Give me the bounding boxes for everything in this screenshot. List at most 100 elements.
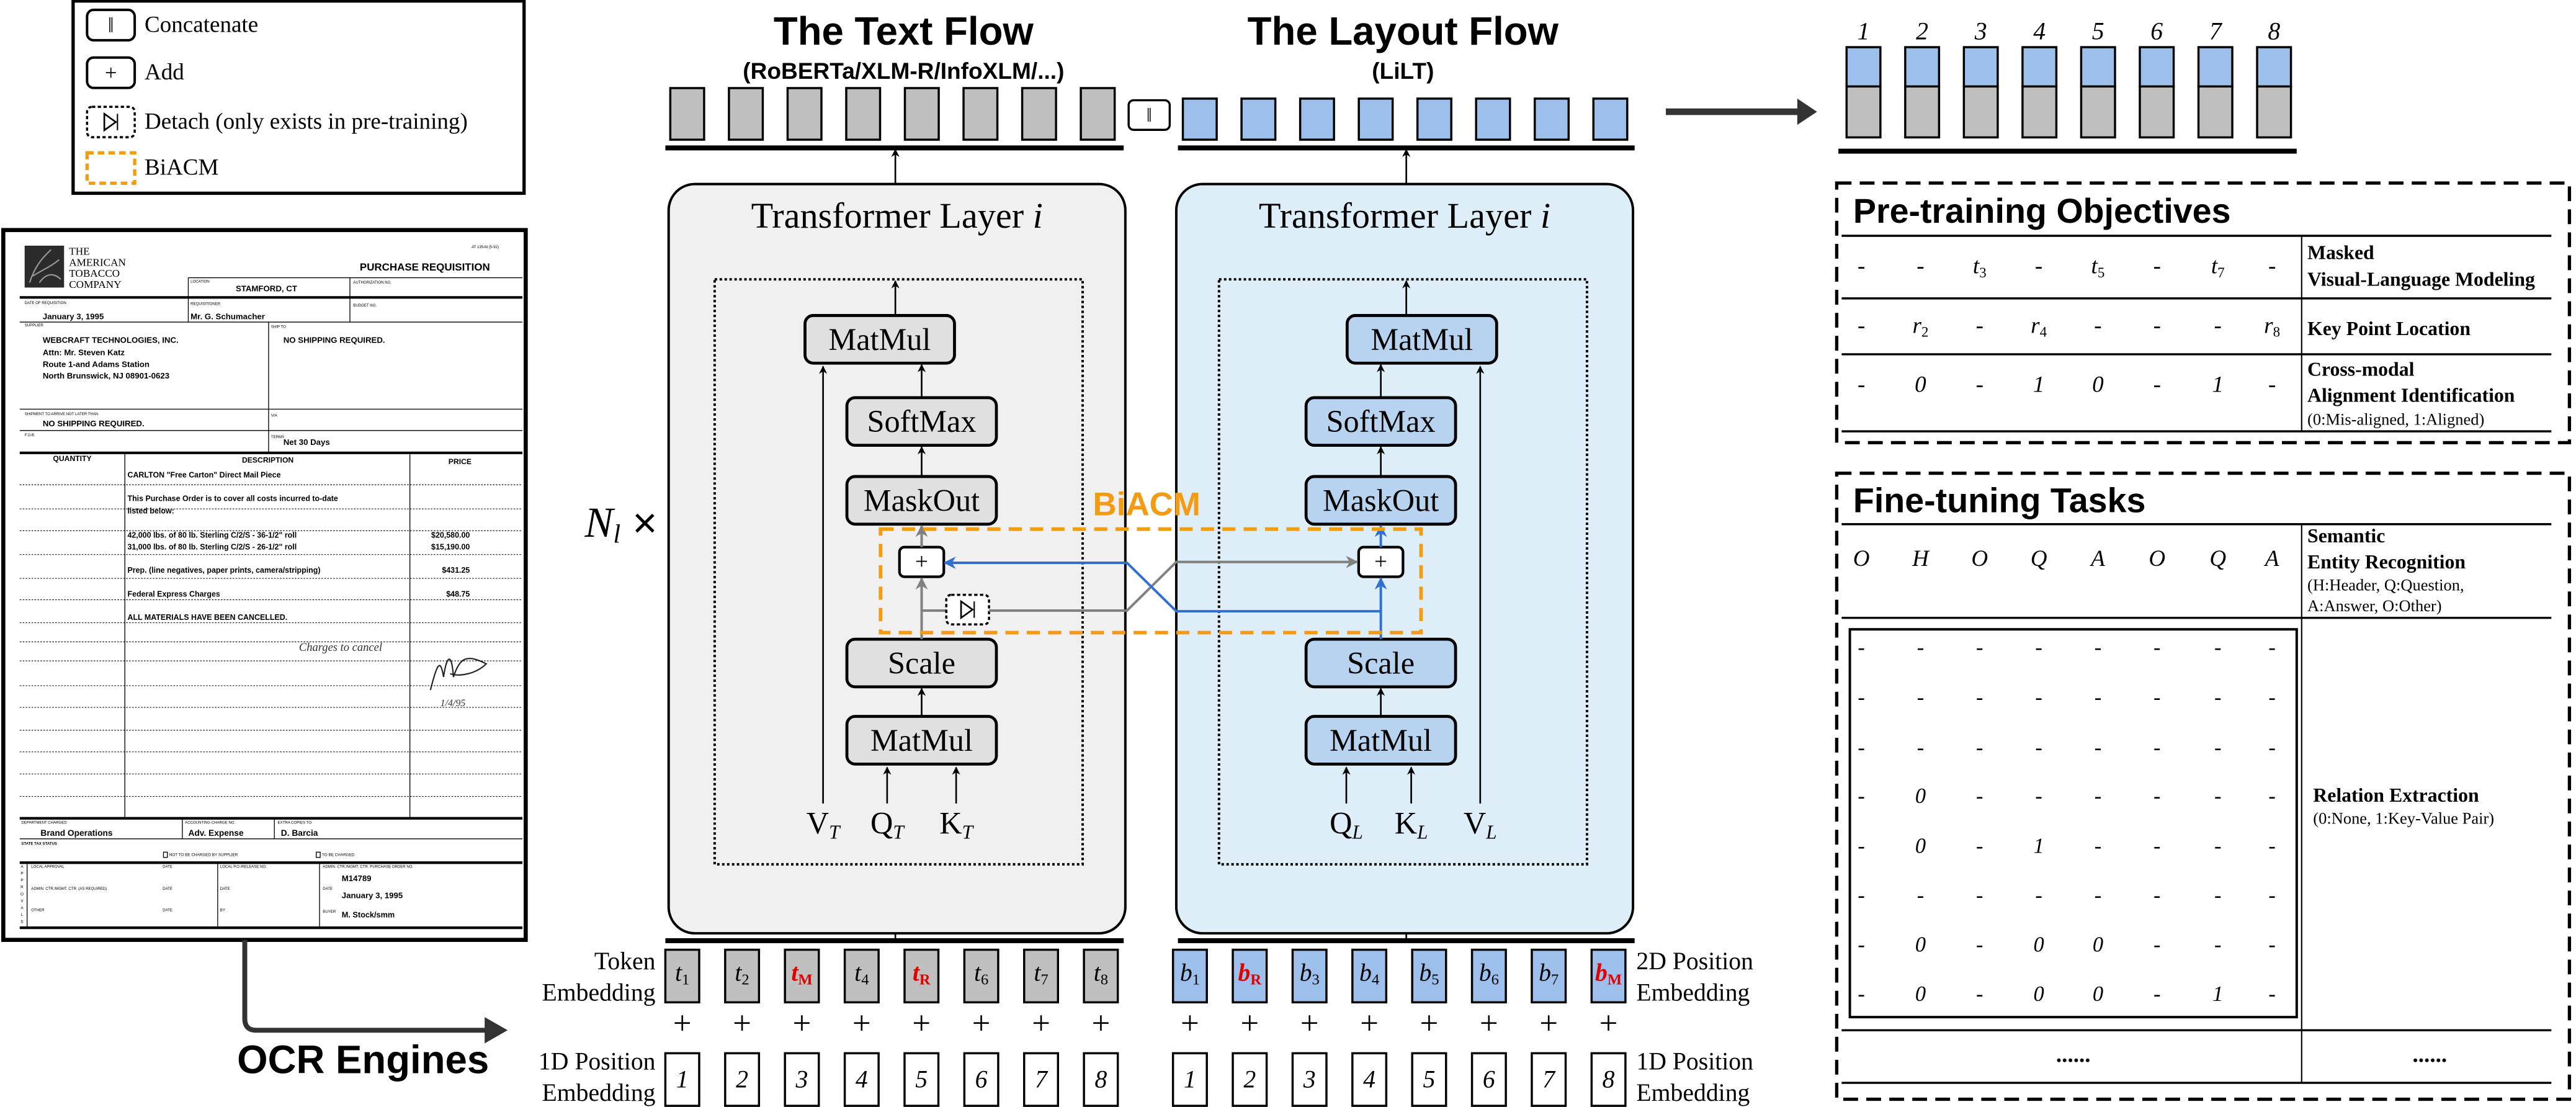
position-index: 4 <box>856 1066 868 1093</box>
concatenate-symbol: ‖ <box>1147 104 1152 126</box>
times-symbol: × <box>620 499 657 547</box>
ser-label-cell: Q <box>2209 546 2226 571</box>
doc-buyer: M. Stock/smm <box>342 910 395 920</box>
token-embedding-label: Token <box>594 948 656 975</box>
task-note: (0:None, 1:Key-Value Pair) <box>2313 809 2494 828</box>
position-box <box>1171 1052 1208 1107</box>
ser-label-cell: Q <box>2031 546 2047 571</box>
layout-embedding: b6 <box>1479 959 1499 988</box>
position-box <box>843 1052 880 1107</box>
doc-po-label: ADMIN. CTR./MGMT. CTR. PURCHASE ORDER NO… <box>323 864 413 869</box>
objective-cell-main: - <box>1858 372 1865 397</box>
objective-cell: - <box>2268 372 2276 397</box>
layout-part <box>1845 46 1882 88</box>
block-label: SoftMax <box>1326 404 1436 439</box>
position-index: 5 <box>1423 1066 1436 1093</box>
logo-emblem <box>24 245 65 288</box>
token-embedding-masked-sub: R <box>919 971 931 988</box>
position-index: 6 <box>1483 1066 1495 1093</box>
block-matmul-top: MatMul <box>803 314 956 365</box>
add-icon: + <box>1374 549 1387 575</box>
layout-embedding: b1 <box>1180 959 1200 988</box>
position-index: 3 <box>1303 1066 1316 1093</box>
doc-date-small: DATE <box>163 887 172 891</box>
token-embedding-box <box>903 948 940 1004</box>
block-matmul-bottom: MatMul <box>845 715 998 766</box>
position-box <box>664 1052 700 1107</box>
legend-label: BiACM <box>145 155 218 181</box>
detach-icon <box>945 593 990 625</box>
relation-cell: 0 <box>1915 784 1926 808</box>
layout-embedding-box <box>1470 948 1507 1004</box>
detach-triangle <box>960 599 974 620</box>
plus-sign: + <box>972 1006 991 1042</box>
ocr-engines-label: OCR Engines <box>237 1038 489 1082</box>
position-index: 8 <box>1603 1066 1615 1093</box>
ser-label-cell: A <box>2089 546 2105 571</box>
text-output-vector <box>728 87 764 141</box>
output-position-label: 1 <box>1858 17 1870 45</box>
legend-icon-symbol: + <box>105 61 117 85</box>
objective-cell-main: - <box>2094 313 2101 338</box>
legend-icon-box <box>86 8 136 42</box>
relation-cell: - <box>2214 933 2221 957</box>
input-k-main: K <box>1395 806 1417 841</box>
doc-tax-label: STATE TAX STATUS <box>21 842 57 846</box>
attention-dotted-box <box>1217 278 1588 866</box>
layout-embedding-box <box>1351 948 1388 1004</box>
layout-embedding-label: Embedding <box>1636 979 1750 1006</box>
document-line-item: ALL MATERIALS HAVE BEEN CANCELLED. <box>127 613 287 622</box>
document-line-item: 31,000 lbs. of 80 lb. Sterling C/2/S - 2… <box>127 542 470 551</box>
layer-count-sub: l <box>613 519 620 549</box>
objective-cell-main: - <box>1976 313 1983 338</box>
token-embedding-box <box>1083 948 1119 1004</box>
relation-cell: - <box>2095 686 2101 709</box>
logo-texture <box>29 249 61 284</box>
position-embedding-label: Embedding <box>542 1079 655 1106</box>
relation-cell: - <box>1976 686 1983 709</box>
token-embedding: t4 <box>854 959 869 988</box>
relation-cell: - <box>1917 736 1924 760</box>
relation-cell: 1 <box>2212 982 2223 1006</box>
objective-cell-sub: 8 <box>2273 324 2280 339</box>
relation-cell: - <box>1858 835 1864 858</box>
doc-acct: Adv. Expense <box>188 828 244 838</box>
doc-handwritten-note: Charges to cancel <box>299 641 382 654</box>
layout-embedding-sub: 3 <box>1312 971 1319 988</box>
input-v-sub: T <box>829 821 841 843</box>
relation-cell: - <box>1976 982 1983 1006</box>
token-embedding: t2 <box>735 959 749 988</box>
doc-dept: Brand Operations <box>40 828 112 838</box>
relation-cell: - <box>1858 884 1864 907</box>
approvals-letter: O <box>20 892 24 897</box>
text-output-vector <box>1021 87 1057 141</box>
doc-by-label: BY <box>220 908 225 913</box>
doc-form-no: AT 135-M (5-92) <box>472 245 499 249</box>
objective-name: Visual-Language Modeling <box>2307 269 2535 290</box>
attention-dotted-box <box>713 278 1084 866</box>
layout-part <box>2139 46 2175 88</box>
detach-icon <box>86 105 136 138</box>
token-embedding-sub: 4 <box>861 971 869 988</box>
output-position-label: 2 <box>1916 17 1928 45</box>
block-softmax: SoftMax <box>1304 396 1457 447</box>
plus-sign: + <box>852 1006 871 1042</box>
position-index: 7 <box>1542 1066 1556 1093</box>
relation-cell: - <box>1976 635 1983 659</box>
token-embedding-box <box>664 948 700 1004</box>
objective-cell: t5 <box>2091 253 2105 280</box>
transformer-layer-title: Transformer Layer i <box>751 195 1043 235</box>
relation-cell: - <box>1858 933 1864 957</box>
more-tasks-ellipsis: ...... <box>2056 1042 2091 1068</box>
objective-cell: - <box>1858 253 1865 279</box>
item-price: $20,580.00 <box>431 531 470 539</box>
objective-cell: r8 <box>2264 313 2280 339</box>
doc-shipment: NO SHIPPING REQUIRED. <box>43 419 145 428</box>
transformer-layer-box <box>1174 182 1635 935</box>
objective-cell-main: t <box>1973 253 1980 279</box>
objective-cell: t7 <box>2211 253 2225 280</box>
objective-cell-sub: 2 <box>1921 324 1928 339</box>
task-note: (H:Header, Q:Question, <box>2307 576 2464 594</box>
layout-embedding-box <box>1291 948 1328 1004</box>
